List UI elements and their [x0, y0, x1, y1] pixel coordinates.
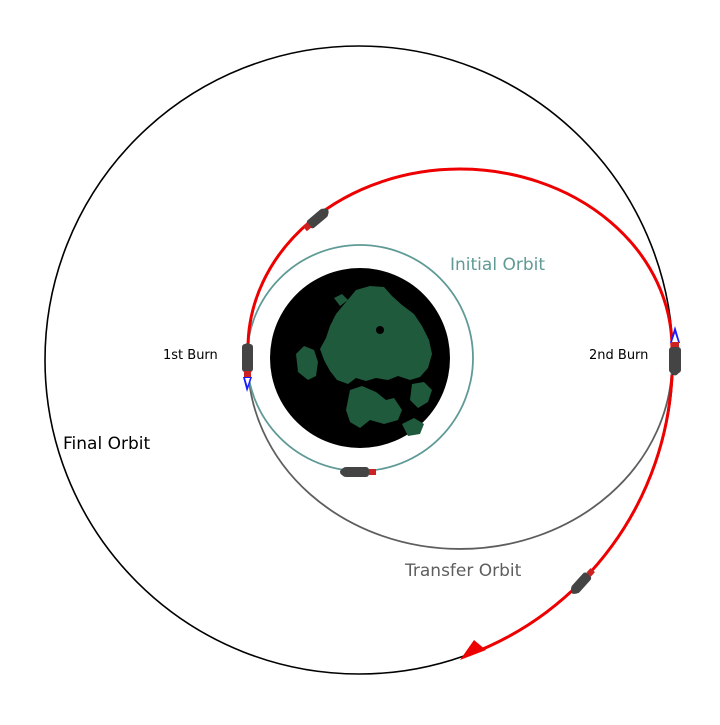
spacecraft-second-burn: [669, 326, 681, 376]
spacecraft-nose-icon: [242, 343, 253, 348]
nozzle-icon: [369, 469, 376, 475]
transfer-orbit: [247, 361, 673, 550]
earth-landmass-islands: [346, 386, 402, 428]
spacecraft-nose-icon: [570, 586, 580, 594]
earth-lake: [376, 326, 384, 334]
arrowhead-icon: [460, 640, 486, 660]
spacecraft-icon: [571, 572, 592, 594]
spacecraft-icon: [669, 347, 681, 373]
label-initial-orbit: Initial Orbit: [450, 255, 545, 275]
spacecraft-nose-icon: [669, 369, 681, 376]
spacecraft-nose-icon: [320, 208, 329, 217]
nozzle-icon: [671, 342, 679, 348]
earth-landmass-main: [320, 286, 432, 384]
label-first-burn: 1st Burn: [163, 348, 218, 363]
earth-icon: [270, 268, 450, 448]
spacecraft-icon: [343, 467, 369, 477]
thrust-flame-core-icon: [245, 378, 250, 386]
spacecraft-nose-icon: [340, 467, 345, 477]
label-final-orbit: Final Orbit: [63, 434, 150, 454]
label-second-burn: 2nd Burn: [589, 348, 648, 363]
spacecraft-icon: [306, 208, 328, 229]
trajectory-upper-arc: [246, 167, 674, 349]
spacecraft-final-orbit: [570, 568, 595, 594]
thrust-flame-core-icon: [672, 333, 678, 342]
spacecraft-first-burn: [242, 343, 253, 392]
nozzle-icon: [586, 568, 595, 577]
nozzle-icon: [303, 222, 312, 232]
spacecraft-transfer-upper: [303, 208, 329, 232]
earth-landmass-east: [410, 382, 432, 408]
earth-landmass-north: [334, 294, 348, 306]
label-transfer-orbit: Transfer Orbit: [404, 561, 522, 581]
earth-landmass-west: [296, 346, 318, 380]
earth-landmass-southeast: [402, 418, 424, 436]
trajectory-final-arc: [467, 374, 674, 657]
spacecraft-icon: [242, 344, 253, 372]
spacecraft-initial-orbit: [340, 467, 376, 477]
nozzle-icon: [244, 371, 251, 377]
